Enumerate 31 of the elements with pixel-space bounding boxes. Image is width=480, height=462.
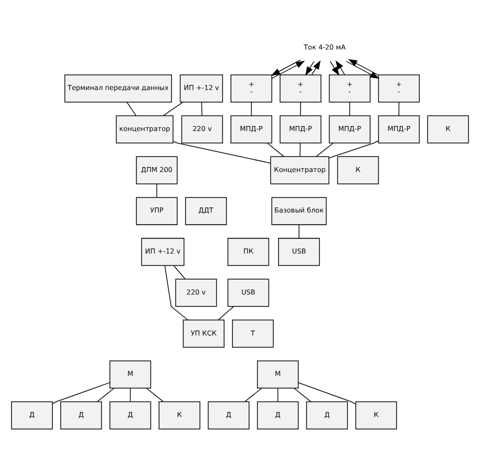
connector [398,101,400,116]
arrow [348,58,379,75]
arrow [336,60,346,75]
connector [130,387,131,402]
connector [146,387,164,402]
connector [52,382,110,404]
connector [349,101,350,116]
connector [298,382,356,404]
connector [266,142,284,156]
connector [300,101,301,116]
connector [162,101,184,116]
connector [218,306,234,320]
connector [294,387,312,402]
connector [300,142,301,156]
connector [244,387,262,402]
connector [298,224,300,238]
connector [156,182,158,198]
arrow [346,60,380,78]
connector [250,101,252,116]
connector [164,264,188,320]
connector [277,387,278,402]
arrow [311,60,321,75]
connector [97,387,115,402]
arrow [270,59,301,76]
connector [126,101,136,116]
connector [173,264,186,279]
connector [201,101,202,116]
arrow [305,60,314,76]
arrow [272,60,305,78]
connector [316,142,334,156]
connector [172,140,271,163]
